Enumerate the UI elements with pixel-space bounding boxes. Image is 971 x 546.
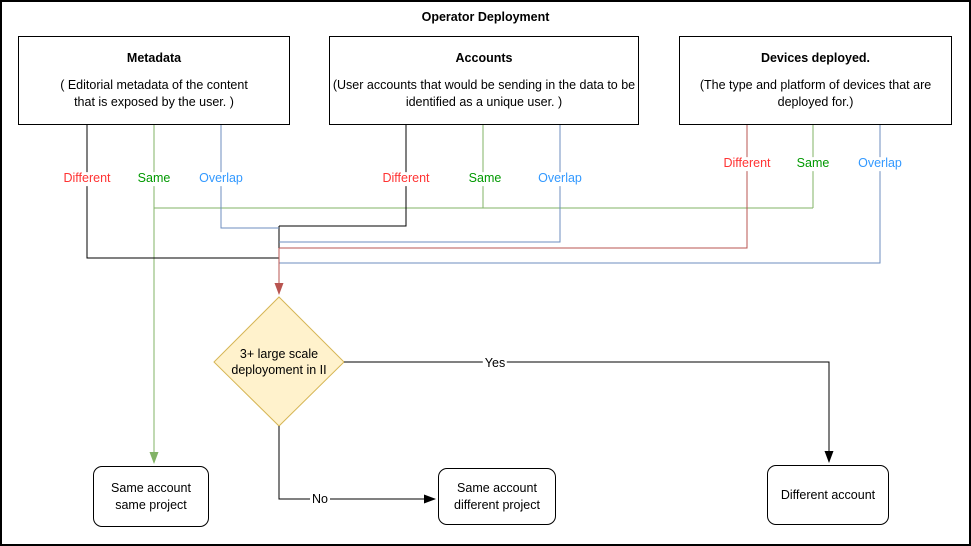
wire-yes bbox=[344, 361, 834, 463]
outcome-same-account-same-project: Same account same project bbox=[93, 466, 209, 527]
accounts-branch-overlap: Overlap bbox=[536, 171, 584, 186]
wire-accounts-overlap bbox=[279, 125, 561, 243]
edge-label-no: No bbox=[310, 492, 330, 506]
node-metadata-title: Metadata bbox=[126, 51, 182, 65]
wire-metadata-overlap bbox=[220, 125, 279, 229]
wire-devices-overlap bbox=[279, 125, 881, 264]
wire-no bbox=[278, 426, 436, 504]
outcome-different-account: Different account bbox=[767, 465, 889, 525]
decision-label: 3+ large scale deployoment in II bbox=[231, 346, 327, 377]
metadata-branch-overlap: Overlap bbox=[197, 171, 245, 186]
edge-label-yes: Yes bbox=[482, 356, 508, 370]
devices-branch-same: Same bbox=[794, 156, 832, 171]
node-devices-title: Devices deployed. bbox=[760, 51, 871, 65]
devices-branch-different: Different bbox=[721, 156, 773, 171]
outcome-same-account-different-project: Same account different project bbox=[438, 468, 556, 525]
node-accounts: Accounts (User accounts that would be se… bbox=[329, 36, 639, 125]
node-accounts-title: Accounts bbox=[455, 51, 513, 65]
node-metadata: Metadata ( Editorial metadata of the con… bbox=[18, 36, 290, 125]
node-accounts-description: (User accounts that would be sending in … bbox=[332, 78, 636, 109]
accounts-branch-same: Same bbox=[466, 171, 504, 186]
metadata-branch-different: Different bbox=[61, 171, 113, 186]
node-devices-description: (The type and platform of devices that a… bbox=[699, 78, 932, 109]
accounts-branch-different: Different bbox=[380, 171, 432, 186]
page-title: Operator Deployment bbox=[421, 10, 550, 24]
node-metadata-description: ( Editorial metadata of the content that… bbox=[60, 78, 248, 109]
metadata-branch-same: Same bbox=[135, 171, 173, 186]
node-devices: Devices deployed. (The type and platform… bbox=[679, 36, 952, 125]
wire-devices-different bbox=[279, 125, 748, 249]
wire-metadata-different bbox=[86, 125, 279, 259]
devices-branch-overlap: Overlap bbox=[856, 156, 904, 171]
wire-accounts-different bbox=[279, 125, 407, 227]
